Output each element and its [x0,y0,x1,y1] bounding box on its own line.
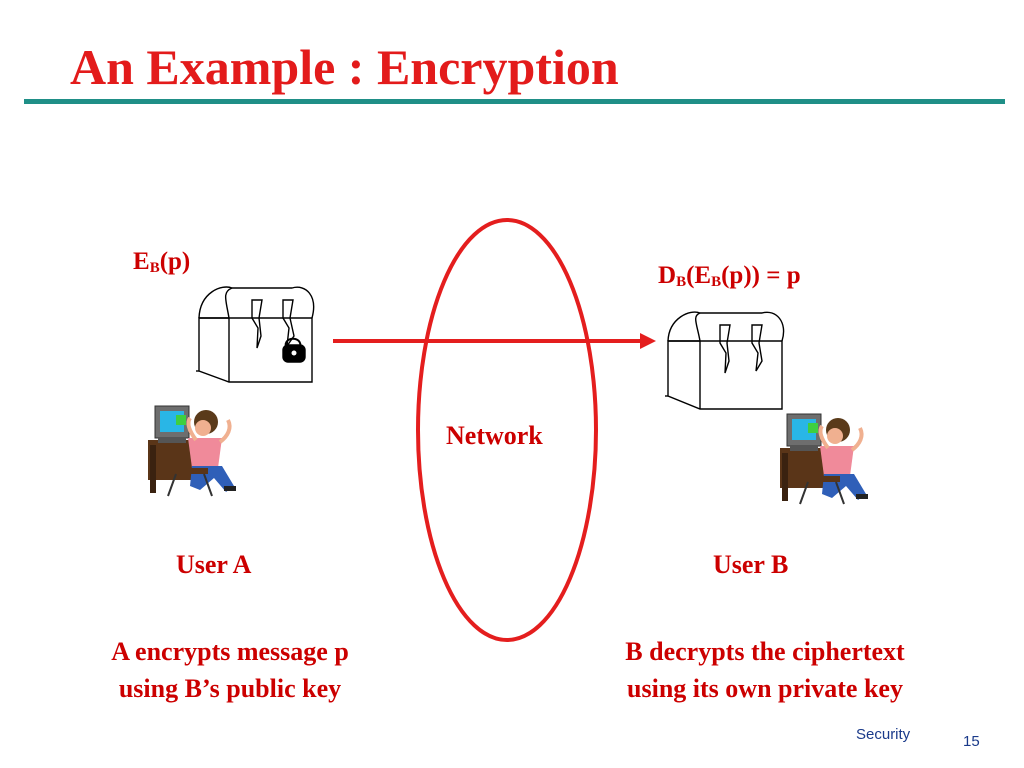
unlocked-chest-icon [665,311,785,410]
title-divider [24,99,1005,104]
user-a-label: User A [176,550,252,579]
decrypted-message-formula: DB(EB(p)) = p [658,262,801,290]
locked-chest-icon [196,286,315,383]
user-b-caption: B decrypts the ciphertext using its own … [575,633,955,707]
user-b-label: User B [713,550,789,579]
user-b-computer-icon [780,413,868,505]
encrypted-message-formula: EB(p) [133,248,191,276]
user-a-caption: A encrypts message p using B’s public ke… [50,633,410,707]
user-b-caption-line1: B decrypts the ciphertext [625,637,905,666]
network-label: Network [446,421,543,450]
slide-title: An Example : Encryption [70,39,619,95]
user-a-caption-line1: A encrypts message p [111,637,349,666]
user-a-computer-icon [148,405,236,497]
network-ellipse [416,218,598,642]
user-a-caption-line2: using B’s public key [118,674,342,703]
arrow-icon [333,333,656,349]
page-number: 15 [963,733,980,750]
footer-section-label: Security [856,726,911,743]
user-b-caption-line2: using its own private key [627,674,903,703]
